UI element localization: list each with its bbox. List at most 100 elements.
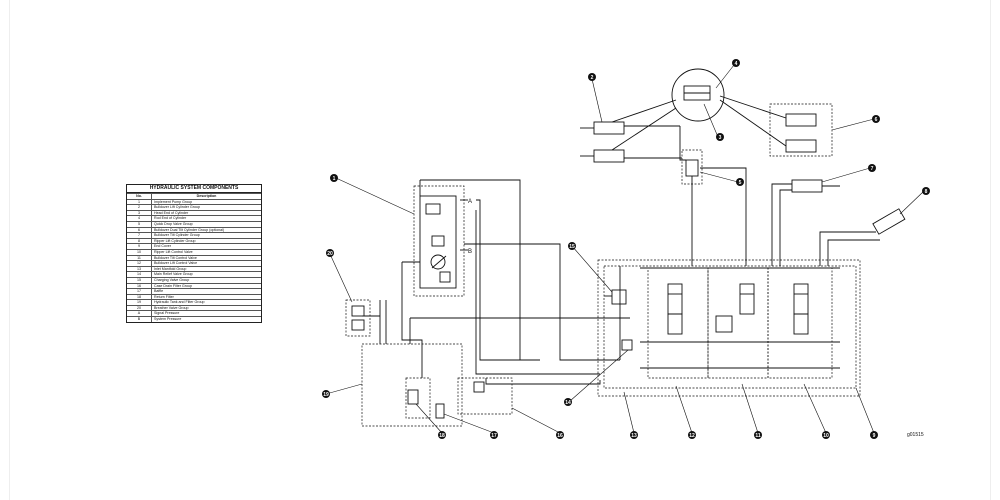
svg-text:14: 14	[565, 400, 571, 406]
dual-tilt-cylinder-bottom	[785, 139, 817, 153]
tilt-valve-spool	[739, 283, 755, 315]
tilt-valve-section	[707, 267, 769, 379]
legend-row-description: Charging Valve Group	[151, 276, 261, 283]
callout-18: 18	[438, 431, 446, 439]
legend-row-description: System Pressure	[151, 316, 261, 322]
svg-text:3: 3	[719, 135, 722, 141]
svg-text:15: 15	[569, 244, 575, 250]
control-valve-bank-outline	[597, 259, 861, 397]
callout-2: 2	[588, 73, 596, 81]
legend-row-number: 8	[127, 237, 152, 244]
case-drain-filter	[407, 389, 419, 405]
callout-20: 20	[326, 249, 334, 257]
legend-row-number: 10	[127, 248, 152, 256]
legend-row-description: Bulldozer Tilt Control Valve	[151, 254, 261, 261]
legend-row-number: 3	[127, 209, 152, 216]
legend-row-number: 1	[127, 198, 152, 205]
svg-text:7: 7	[871, 166, 874, 172]
callout-13: 13	[630, 431, 638, 439]
svg-text:17: 17	[491, 433, 497, 439]
port-a-label: A	[468, 199, 472, 205]
svg-text:6: 6	[875, 117, 878, 123]
breather-outline	[345, 299, 371, 337]
legend-row-description: Inlet Manifold Group	[151, 265, 261, 272]
lift-valve-spool	[667, 283, 683, 315]
lift-valve-section	[647, 267, 709, 379]
legend-row-description: Implement Pump Group	[151, 198, 261, 205]
detail-circle	[671, 68, 725, 122]
legend-row-description: Return Filter	[151, 293, 261, 300]
legend-row-number: B	[127, 316, 152, 322]
svg-text:5: 5	[739, 180, 742, 186]
legend-row-number: 9	[127, 243, 152, 250]
legend-row-number: A	[127, 310, 152, 317]
components-legend: HYDRAULIC SYSTEM COMPONENTS No. Descript…	[126, 184, 262, 323]
callout-6: 6	[872, 115, 880, 123]
callout-19: 19	[322, 390, 330, 398]
case-drain-filter-outline	[405, 377, 431, 419]
ripper-valve-section	[767, 267, 833, 379]
callout-1: 1	[330, 174, 338, 182]
legend-row-number: 19	[127, 299, 152, 306]
callout-5: 5	[736, 178, 744, 186]
breather-valve	[351, 305, 365, 317]
lift-cylinder-bottom	[593, 149, 625, 163]
callout-7: 7	[868, 164, 876, 172]
svg-text:10: 10	[823, 433, 829, 439]
legend-row-description: Head End of Cylinder	[151, 209, 261, 216]
svg-text:9: 9	[873, 433, 876, 439]
svg-text:2: 2	[591, 75, 594, 81]
ripper-cylinder	[872, 208, 906, 235]
svg-text:12: 12	[689, 433, 695, 439]
legend-row-description: Bulldozer Tilt Cylinder Group	[151, 232, 261, 239]
legend-row-description: Breather Valve Group	[151, 304, 261, 311]
dual-tilt-group-outline	[769, 103, 833, 157]
tilt-cylinder	[791, 179, 823, 193]
legend-row-description: Main Relief Valve Group	[151, 271, 261, 278]
legend-row-description: End Cover	[151, 243, 261, 250]
legend-row-description: Bulldozer Lift Control Valve	[151, 260, 261, 267]
figure-code: g01515	[907, 432, 924, 438]
legend-row-number: 6	[127, 226, 152, 233]
legend-row-number: 20	[127, 304, 152, 311]
svg-text:18: 18	[439, 433, 445, 439]
legend-row-number: 16	[127, 282, 152, 289]
svg-text:4: 4	[735, 61, 738, 67]
legend-row-number: 11	[127, 254, 152, 261]
callouts: 1 2 3 4 5 6 7 8 9 10 11 12 13 14 15 16 1…	[322, 59, 930, 439]
legend-row-number: 15	[127, 276, 152, 283]
legend-row-number: 12	[127, 260, 152, 267]
legend-row-description: Bulldozer Lift Cylinder Group	[151, 204, 261, 211]
legend-row-description: Ripper Lift Cylinder Group	[151, 237, 261, 244]
legend-row-description: Quick Drop Valve Group	[151, 221, 261, 228]
legend-row-description: Bulldozer Dual Tilt Cylinder Group (opti…	[151, 226, 261, 233]
svg-text:16: 16	[557, 433, 563, 439]
legend-row-number: 2	[127, 204, 152, 211]
implement-pump	[419, 195, 457, 289]
main-relief-valve	[621, 339, 633, 351]
callout-11: 11	[754, 431, 762, 439]
callout-12: 12	[688, 431, 696, 439]
legend-row-number: 13	[127, 265, 152, 272]
legend-row-description: Signal Pressure	[151, 310, 261, 317]
tank-group-outline	[361, 343, 463, 427]
legend-row-number: 18	[127, 293, 152, 300]
